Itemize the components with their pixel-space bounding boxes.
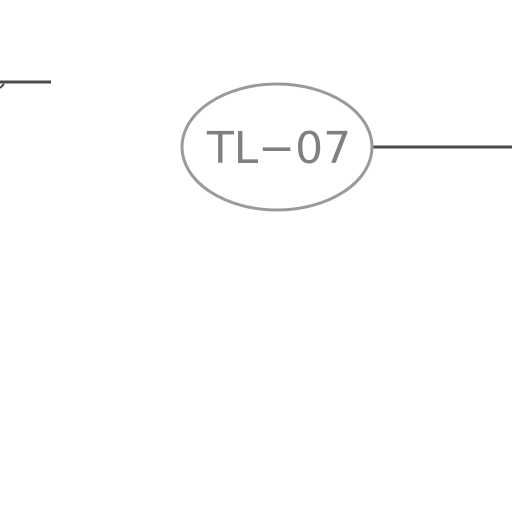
node-label: TL−07: [206, 123, 351, 174]
node-ellipse[interactable]: [180, 82, 374, 212]
connector-tick-left: [0, 83, 5, 89]
